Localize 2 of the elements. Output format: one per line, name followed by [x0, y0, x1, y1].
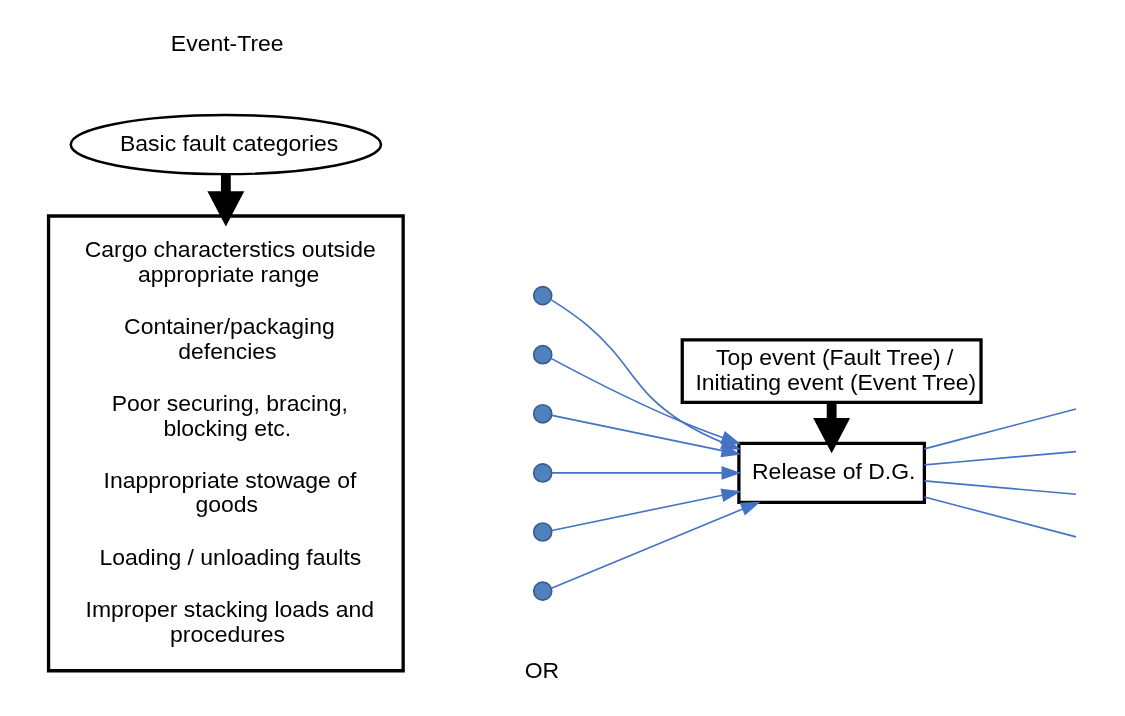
label: OR — [524, 656, 559, 683]
label: Event-Tree — [170, 29, 284, 56]
